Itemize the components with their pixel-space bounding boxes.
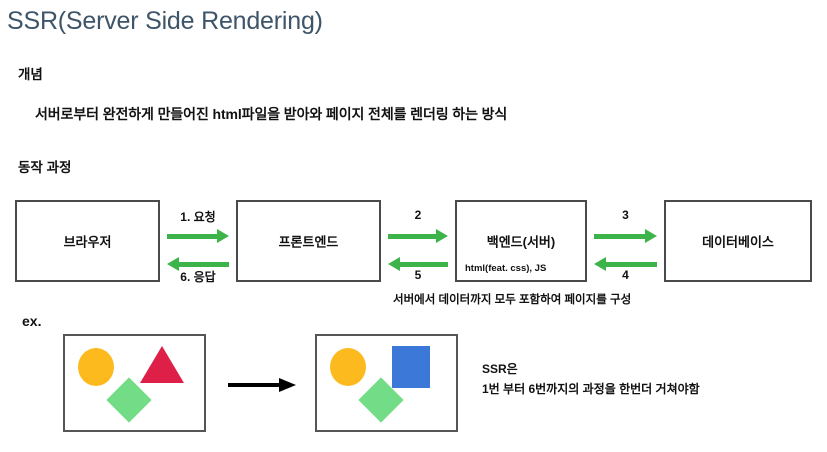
square-shape-blue xyxy=(392,346,430,388)
flow-node-browser: 브라우저 xyxy=(15,200,160,282)
example-label: ex. xyxy=(22,313,42,329)
arrow-head-icon xyxy=(594,257,606,271)
flow-node-backend-label: 백엔드(서버) xyxy=(486,234,556,250)
example-box-after xyxy=(315,334,458,432)
example-note-line-1: SSR은 xyxy=(482,362,518,376)
arrow-line xyxy=(228,383,280,387)
arrow-label-step-2: 2 xyxy=(414,208,422,222)
arrow-label-response: 6. 응답 xyxy=(180,270,216,284)
section-heading-concept: 개념 xyxy=(18,67,43,82)
arrow-label-step-5: 5 xyxy=(414,268,422,282)
flow-node-backend: 백엔드(서버) html(feat. css), JS xyxy=(455,200,587,282)
flow-node-browser-label: 브라우저 xyxy=(63,234,112,250)
example-box-before xyxy=(63,334,206,432)
arrow-line xyxy=(594,234,646,239)
arrow-line xyxy=(399,262,448,267)
arrow-head-icon xyxy=(436,229,448,243)
diamond-shape-green xyxy=(106,377,152,423)
arrow-group-browser-frontend: 1. 요청 6. 응답 xyxy=(163,200,233,284)
arrow-line xyxy=(167,234,218,239)
arrow-label-step-3: 3 xyxy=(622,208,629,222)
flow-node-database: 데이터베이스 xyxy=(664,200,812,282)
flow-node-backend-sublabel: html(feat. css), JS xyxy=(465,263,547,274)
arrow-head-icon xyxy=(388,257,400,271)
arrow-head-icon xyxy=(279,378,296,392)
example-note-line-2: 1번 부터 6번까지의 과정을 한번더 거쳐야함 xyxy=(482,382,700,396)
concept-description: 서버로부터 완전하게 만들어진 html파일을 받아와 페이지 전체를 렌더링 … xyxy=(35,106,508,122)
flow-node-frontend-label: 프론트엔드 xyxy=(278,234,339,250)
arrow-group-frontend-backend: 2 5 xyxy=(384,200,452,282)
arrow-label-request: 1. 요청 xyxy=(180,210,216,224)
process-flow-caption: 서버에서 데이터까지 모두 포함하여 페이지를 구성 xyxy=(393,294,632,306)
section-heading-process: 동작 과정 xyxy=(18,160,72,175)
flow-node-database-label: 데이터베이스 xyxy=(702,234,774,250)
page-title: SSR(Server Side Rendering) xyxy=(7,7,323,35)
circle-shape-yellow xyxy=(330,348,366,386)
arrow-line xyxy=(178,262,229,267)
process-flow-diagram: 브라우저 1. 요청 6. 응답 프론트엔드 2 5 백엔드(서버) html(… xyxy=(0,190,827,300)
triangle-shape-red xyxy=(140,346,184,383)
flow-node-frontend: 프론트엔드 xyxy=(236,200,381,282)
arrow-group-backend-database: 3 4 xyxy=(590,200,661,282)
arrow-head-icon xyxy=(217,229,229,243)
arrow-label-step-4: 4 xyxy=(622,268,629,282)
circle-shape-yellow xyxy=(78,348,114,386)
arrow-head-icon xyxy=(167,257,179,271)
arrow-head-icon xyxy=(645,229,657,243)
example-transition-arrow xyxy=(228,378,296,392)
arrow-line xyxy=(605,262,657,267)
arrow-line xyxy=(388,234,437,239)
